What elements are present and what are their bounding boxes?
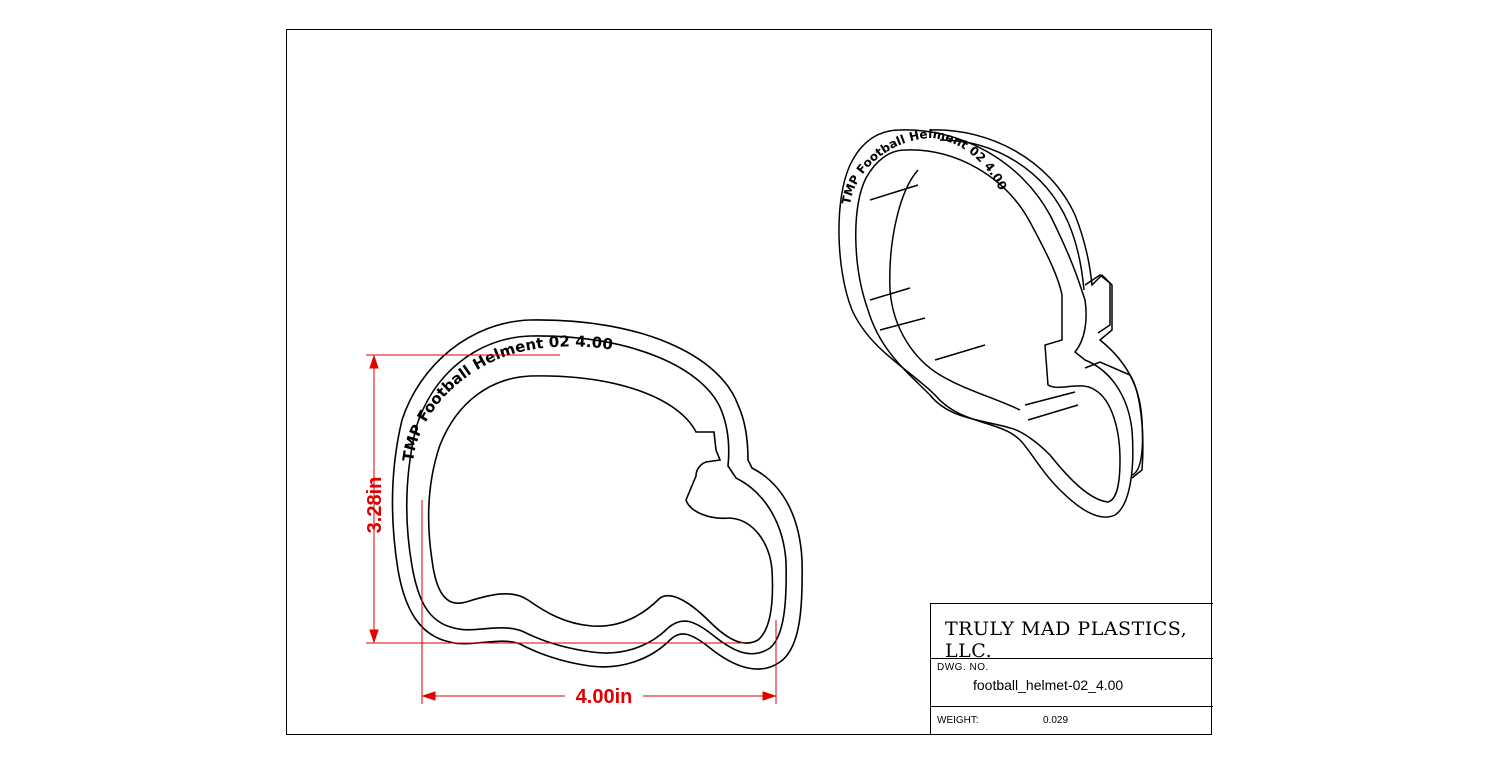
title-block-drawing-number-row: DWG. NO. football_helmet-02_4.00 [931, 659, 1213, 707]
title-block-weight-row: WEIGHT: 0.029 [931, 707, 1213, 736]
iso-engraving: TMP Football Helment 02 4.00 [839, 127, 1010, 206]
weight-value: 0.029 [1043, 715, 1069, 726]
front-middle-outline [405, 335, 787, 655]
iso-inner-wall [889, 169, 1021, 411]
title-block-company-row: TRULY MAD PLASTICS, LLC. [931, 604, 1213, 662]
front-outer-outline [391, 319, 803, 670]
height-dimension-label: 3.28in [364, 477, 386, 534]
width-dimension-label: 4.00in [576, 686, 633, 708]
weight-label: WEIGHT: [937, 715, 979, 726]
iso-back-inner [939, 139, 1085, 291]
drawing-number-value: football_helmet-02_4.00 [973, 677, 1124, 693]
front-engraving: TMP Football Helment 02 4.00 [399, 332, 614, 462]
company-name: TRULY MAD PLASTICS, LLC. [945, 618, 1188, 662]
iso-tab-bottom [1084, 361, 1144, 479]
drawing-sheet-border [286, 29, 1212, 735]
drawing-number-label: DWG. NO. [937, 662, 989, 673]
iso-outer [838, 129, 1134, 518]
iso-tab-top [1084, 274, 1111, 334]
width-label-bg [565, 684, 643, 706]
isometric-view [838, 129, 1144, 518]
title-block: TRULY MAD PLASTICS, LLC. DWG. NO. footba… [930, 603, 1213, 735]
front-view [391, 319, 803, 670]
front-inner-outline [427, 375, 774, 644]
iso-inner-rim [855, 149, 1121, 503]
